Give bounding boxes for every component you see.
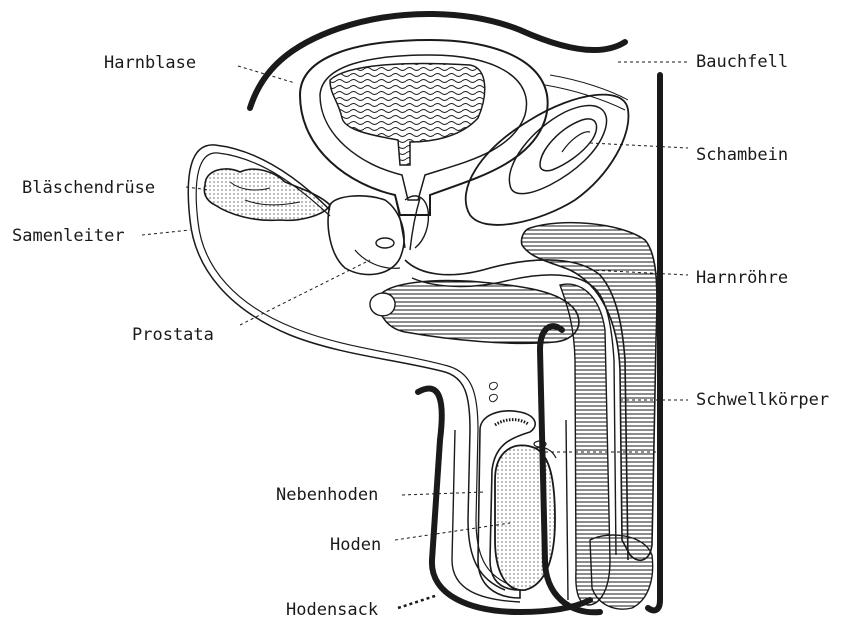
label-harnroehre: Harnröhre xyxy=(696,268,788,288)
blaeschendruese-shape xyxy=(204,169,330,220)
leader-samenleiter xyxy=(142,230,190,235)
spongiosum-bulb xyxy=(379,281,579,344)
leader-schambein xyxy=(590,143,688,148)
label-blaeschendruese: Bläschendrüse xyxy=(22,178,155,198)
leader-hodensack xyxy=(398,595,438,608)
label-hoden: Hoden xyxy=(330,535,381,555)
prostata-shape xyxy=(328,196,404,275)
bladder-contents xyxy=(330,64,485,165)
label-harnblase: Harnblase xyxy=(104,53,196,73)
label-hodensack: Hodensack xyxy=(286,600,378,620)
glans xyxy=(590,535,653,609)
label-bauchfell: Bauchfell xyxy=(696,52,788,72)
label-schwellkoerper: Schwellkörper xyxy=(696,390,829,410)
label-schambein: Schambein xyxy=(696,145,788,165)
hoden-shape xyxy=(495,445,555,590)
label-nebenhoden: Nebenhoden xyxy=(276,485,378,505)
leader-prostata xyxy=(240,260,370,325)
label-samenleiter: Samenleiter xyxy=(12,226,125,246)
label-prostata: Prostata xyxy=(132,325,214,345)
leader-nebenhoden xyxy=(402,492,485,495)
